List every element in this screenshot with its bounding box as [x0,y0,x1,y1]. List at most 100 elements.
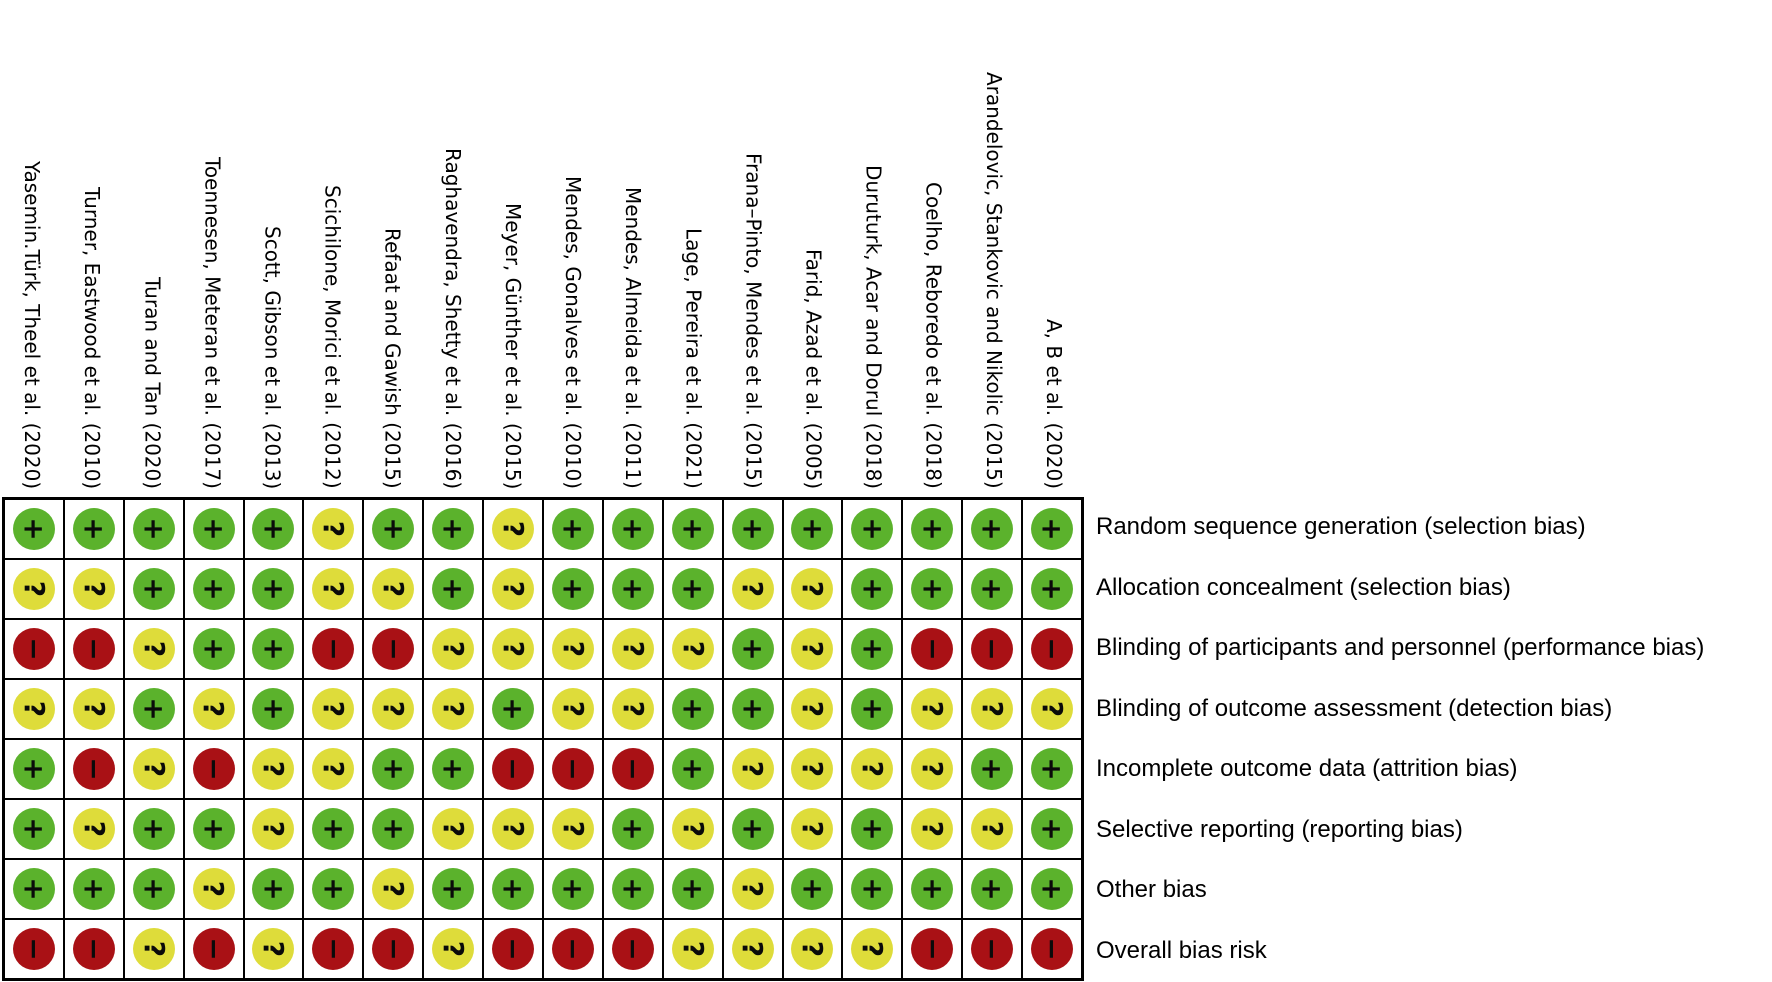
plus-icon: + [616,877,650,901]
risk-cell: + [783,860,842,918]
unclear-risk-circle: ? [731,868,774,910]
risk-cell: + [124,560,183,618]
low-risk-circle: + [731,808,774,850]
study-header-column: Duruturk, Acar and Dorul (2018) [844,0,904,496]
high-risk-circle: − [971,628,1014,670]
plus-icon: + [197,637,231,661]
plus-icon: + [257,637,291,661]
risk-cell: + [304,860,363,918]
risk-cell: ? [603,620,662,678]
risk-cell: + [723,800,782,858]
plus-icon: + [916,517,950,541]
plus-icon: + [856,637,890,661]
risk-cell: + [544,860,602,918]
plus-icon: + [676,577,710,601]
plus-icon: + [77,877,111,901]
minus-icon: − [377,937,411,961]
risk-cell: + [663,740,722,798]
unclear-risk-circle: ? [671,928,714,970]
plus-icon: + [1036,757,1070,781]
risk-cell: ? [124,920,183,978]
question-icon: ? [137,640,171,658]
risk-cell: + [184,620,243,678]
plus-icon: + [257,877,291,901]
risk-cell: − [5,920,63,978]
study-header-column: Meyer, Günther et al. (2015) [483,0,543,496]
plus-icon: + [137,517,171,541]
risk-cell: − [184,920,243,978]
risk-grid: +++++?++?+++++++++??+++??+?+++??++++−−?+… [2,497,1084,981]
unclear-risk-circle: ? [971,688,1014,730]
question-icon: ? [916,700,950,718]
study-name-label: Refaat and Gawish (2015) [380,228,405,489]
unclear-risk-circle: ? [192,688,235,730]
low-risk-circle: + [671,688,714,730]
risk-cell: ? [963,680,1022,738]
risk-cell: − [364,620,423,678]
risk-cell: ? [723,560,782,618]
study-header-column: Mendes, Almeida et al. (2011) [603,0,663,496]
risk-cell: + [5,860,63,918]
plus-icon: + [17,817,51,841]
low-risk-circle: + [432,508,475,550]
minus-icon: − [317,937,351,961]
risk-cell: ? [244,740,303,798]
risk-cell: + [843,560,902,618]
question-icon: ? [856,760,890,778]
risk-cell: + [244,620,303,678]
risk-cell: + [484,680,542,738]
low-risk-circle: + [192,628,235,670]
low-risk-circle: + [671,868,714,910]
study-name-label: Turan and Tan (2020) [140,276,165,489]
unclear-risk-circle: ? [312,568,355,610]
risk-cell: ? [5,560,63,618]
risk-cell: ? [64,800,123,858]
study-name-label: A, B et al. (2020) [1041,318,1066,489]
high-risk-circle: − [1031,628,1074,670]
plus-icon: + [736,817,770,841]
low-risk-circle: + [551,508,594,550]
study-name-label: Meyer, Günther et al. (2015) [500,202,525,489]
risk-cell: + [124,500,183,558]
risk-cell: − [304,920,363,978]
low-risk-circle: + [252,628,295,670]
question-icon: ? [437,700,471,718]
unclear-risk-circle: ? [492,628,535,670]
plus-icon: + [616,577,650,601]
unclear-risk-circle: ? [671,628,714,670]
study-headers: Yasemin.Türk, Theel et al. (2020)Turner,… [2,0,1084,496]
unclear-risk-circle: ? [492,808,535,850]
question-icon: ? [377,880,411,898]
unclear-risk-circle: ? [132,748,175,790]
question-icon: ? [916,760,950,778]
plus-icon: + [736,517,770,541]
plus-icon: + [676,517,710,541]
risk-cell: ? [304,740,363,798]
low-risk-circle: + [971,748,1014,790]
risk-cell: ? [304,560,363,618]
low-risk-circle: + [372,508,415,550]
minus-icon: − [1036,637,1070,661]
low-risk-circle: + [492,688,535,730]
low-risk-circle: + [132,688,175,730]
plus-icon: + [77,517,111,541]
high-risk-circle: − [911,928,954,970]
low-risk-circle: + [132,868,175,910]
question-icon: ? [556,700,590,718]
low-risk-circle: + [671,568,714,610]
minus-icon: − [197,937,231,961]
risk-cell: + [5,500,63,558]
risk-cell: ? [184,860,243,918]
plus-icon: + [1036,817,1070,841]
high-risk-circle: − [12,628,55,670]
study-header-column: Refaat and Gawish (2015) [363,0,423,496]
plus-icon: + [377,517,411,541]
risk-cell: + [424,740,483,798]
plus-icon: + [137,817,171,841]
question-icon: ? [676,940,710,958]
risk-cell: ? [64,680,123,738]
domain-labels: Random sequence generation (selection bi… [1096,497,1768,981]
risk-cell: + [963,500,1022,558]
low-risk-circle: + [252,688,295,730]
plus-icon: + [856,817,890,841]
